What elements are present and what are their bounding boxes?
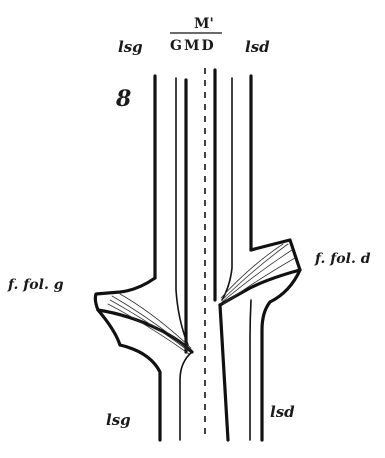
left-leaf-trace xyxy=(95,278,192,354)
label-leaf-trace-left: f. fol. g xyxy=(7,277,64,293)
figure-number: 8 xyxy=(115,86,131,112)
upper-stem xyxy=(155,68,251,440)
right-bundle-line xyxy=(222,78,232,300)
label-median-m-prime: M' xyxy=(194,16,214,32)
right-inner-lower-line xyxy=(250,300,251,440)
label-top-right-lsd: lsd xyxy=(245,38,270,56)
left-leaf-outline xyxy=(95,278,192,352)
label-top-left-lsg: lsg xyxy=(118,38,143,56)
label-leaf-trace-right: f. fol. d xyxy=(314,251,371,267)
label-median-gmd: GMD xyxy=(170,38,216,54)
right-central-lower-wall xyxy=(220,305,228,440)
label-bottom-right-lsd: lsd xyxy=(270,403,295,421)
label-bottom-left-lsg: lsg xyxy=(106,411,131,429)
left-inner-lower-line xyxy=(180,352,192,440)
